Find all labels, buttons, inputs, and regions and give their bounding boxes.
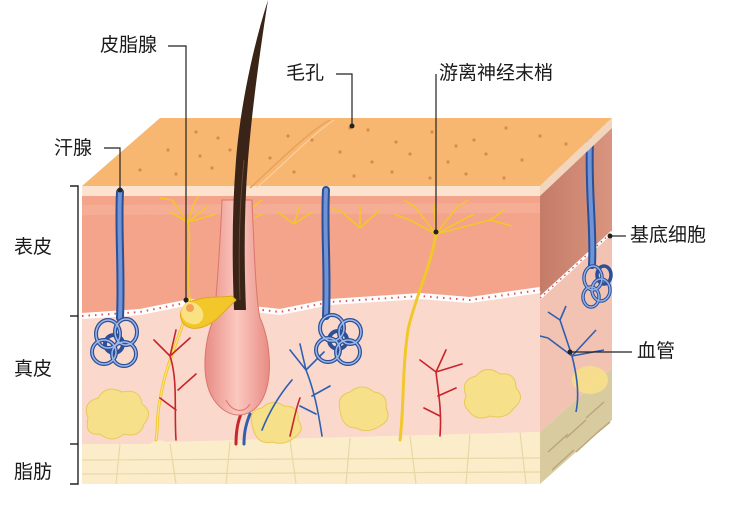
label-sweat-gland: 汗腺 bbox=[54, 137, 93, 159]
sweat-gland-2 bbox=[314, 186, 363, 366]
sebaceous-gland bbox=[180, 295, 237, 329]
layer-fat bbox=[81, 431, 541, 485]
layer-bracket bbox=[70, 185, 79, 485]
label-fat: 脂肪 bbox=[14, 461, 53, 483]
label-sebaceous-gland: 皮脂腺 bbox=[100, 34, 158, 56]
dermis-fat-lobules bbox=[85, 369, 521, 444]
sweat-gland bbox=[90, 188, 139, 368]
skin-surface bbox=[82, 118, 612, 196]
label-free-nerve-endings: 游离神经末梢 bbox=[439, 62, 554, 84]
block-side-face bbox=[531, 122, 614, 484]
layer-epidermis bbox=[81, 194, 541, 316]
hair bbox=[232, 0, 268, 310]
basal-cell-layer bbox=[81, 287, 541, 319]
label-dermis: 真皮 bbox=[14, 358, 53, 380]
blood-vessel-side bbox=[531, 305, 605, 413]
label-blood-vessels: 血管 bbox=[637, 340, 676, 362]
label-epidermis: 表皮 bbox=[14, 236, 53, 258]
layer-dermis bbox=[82, 290, 540, 444]
label-basal-cells: 基底细胞 bbox=[630, 224, 707, 246]
label-pore: 毛孔 bbox=[286, 62, 325, 84]
blood-vessels bbox=[153, 329, 463, 446]
leader-lines bbox=[104, 45, 632, 353]
